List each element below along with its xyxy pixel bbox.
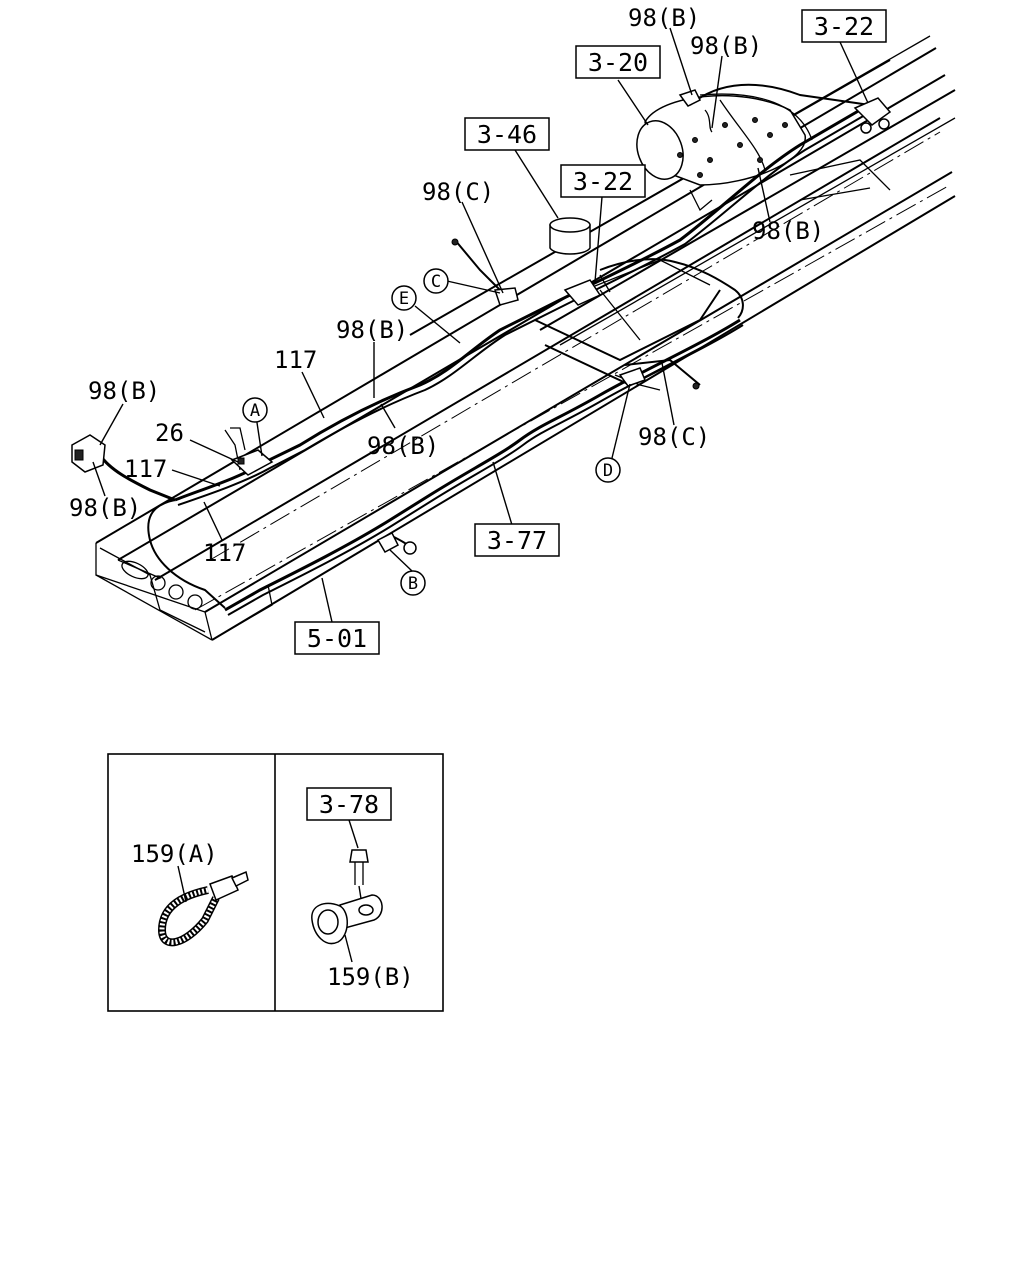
label-26: 26 (155, 419, 184, 447)
marker-a: A (250, 401, 260, 421)
marker-b: B (408, 574, 418, 594)
ref-box-3-77-frame (474, 523, 560, 557)
circle-markers: A B C D E (242, 268, 621, 596)
label-159b: 159(B) (327, 963, 414, 991)
ref-box-3-78: 3-78 (319, 790, 379, 819)
label-98b-lower-center: 98(B) (367, 432, 439, 460)
part-labels: 98(B) 98(B) 98(C) 98(B) 98(B) 117 98(B) … (69, 4, 824, 567)
marker-e: E (399, 289, 409, 309)
label-117-low: 117 (203, 539, 246, 567)
marker-d: D (603, 461, 613, 481)
bolt-and-clip-illustration (311, 849, 383, 945)
marker-e-ring (391, 285, 417, 311)
marker-c-ring (423, 268, 449, 294)
label-98c-mid: 98(C) (422, 178, 494, 206)
ref-box-3-46: 3-46 (477, 120, 537, 149)
reference-boxes: 3-22 3-20 3-46 3-22 3-77 5-01 (294, 9, 887, 655)
label-98b-right: 98(B) (752, 217, 824, 245)
ref-box-3-78-frame (306, 787, 392, 821)
ref-box-3-77: 3-77 (487, 526, 547, 555)
label-98b-center: 98(B) (336, 316, 408, 344)
ref-box-5-01-frame (294, 621, 380, 655)
ref-box-3-20-frame (575, 45, 661, 79)
ref-box-3-20: 3-20 (588, 48, 648, 77)
ref-box-3-46-frame (464, 117, 550, 151)
marker-d-ring (595, 457, 621, 483)
harness-components (71, 89, 892, 555)
ref-box-3-22-mid: 3-22 (573, 167, 633, 196)
marker-b-ring (400, 570, 426, 596)
label-159a: 159(A) (131, 840, 218, 868)
canister-part (549, 217, 591, 255)
label-98c-right: 98(C) (638, 423, 710, 451)
ref-box-5-01: 5-01 (307, 624, 367, 653)
leader-lines (92, 27, 869, 623)
cable-tie-illustration (157, 870, 249, 947)
ref-box-3-22-mid-frame (560, 164, 646, 198)
marker-c: C (431, 272, 441, 292)
label-117-mid: 117 (124, 455, 167, 483)
air-tank-assembly (636, 93, 813, 212)
ref-box-3-22-top: 3-22 (814, 12, 874, 41)
label-98b-left: 98(B) (88, 377, 160, 405)
label-98b-left-low: 98(B) (69, 494, 141, 522)
label-98b-top1: 98(B) (628, 4, 700, 32)
label-98b-top2: 98(B) (690, 32, 762, 60)
detail-inset: 159(A) 3-78 159(B) (107, 753, 444, 1012)
ref-box-3-22-top-frame (801, 9, 887, 43)
label-117-top: 117 (274, 346, 317, 374)
marker-a-ring (242, 397, 268, 423)
